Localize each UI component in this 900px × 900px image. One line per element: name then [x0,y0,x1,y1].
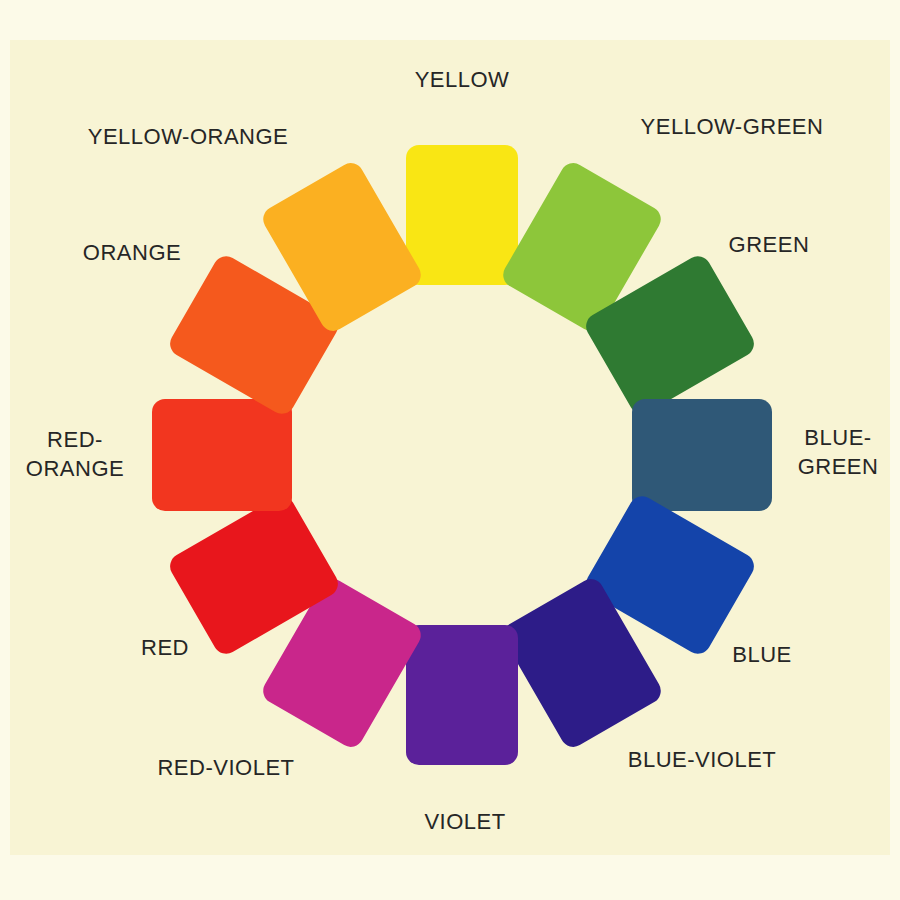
paint-swatch [406,625,518,765]
color-name: VIOLET [424,808,505,837]
color-name: ORANGE [83,239,181,268]
color-name: RED- ORANGE [26,426,124,483]
color-name: BLUE-VIOLET [628,746,777,775]
color-name: YELLOW [415,66,510,95]
plate-ground [10,40,890,855]
paint-swatch [632,399,772,511]
color-name: BLUE [732,641,791,670]
color-name: BLUE- GREEN [798,424,879,481]
color-name: GREEN [729,231,810,260]
paint-swatch [152,399,292,511]
color-name: YELLOW-GREEN [641,113,824,142]
paint-swatch [406,145,518,285]
color-name: RED-VIOLET [157,754,294,783]
color-name: YELLOW-ORANGE [88,123,288,152]
color-name: RED [141,634,189,663]
